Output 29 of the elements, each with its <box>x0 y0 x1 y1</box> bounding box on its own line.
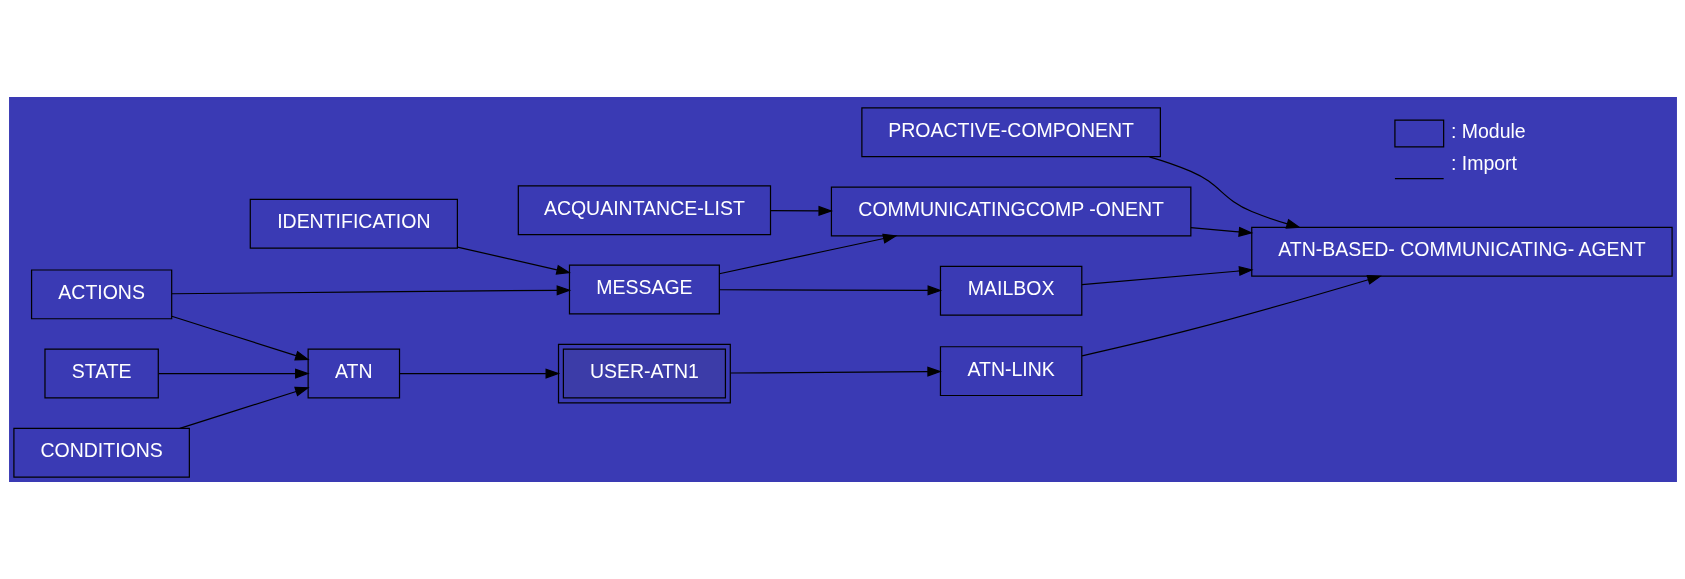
legend-label: : Module <box>1450 120 1526 143</box>
arrow <box>398 368 560 379</box>
arrow <box>769 205 833 216</box>
node-box: ACTIONS <box>30 269 172 320</box>
arrow <box>178 386 310 429</box>
node-box: ATN-BASED- COMMUNICATING- AGENT <box>1250 226 1673 277</box>
node-box: ACQUAINTANCE-LIST <box>517 185 771 236</box>
arrow <box>718 285 942 296</box>
arrow <box>1148 156 1301 229</box>
node-box: COMMUNICATINGCOMP -ONENT <box>830 186 1191 237</box>
node-box: USER-ATN1 <box>557 343 731 404</box>
legend-label: : Import <box>1450 151 1517 174</box>
arrow <box>729 366 942 377</box>
arrow <box>718 233 898 275</box>
arrow <box>1080 274 1382 357</box>
node-box: STATE <box>43 348 159 399</box>
node-box: ATN-LINK <box>939 346 1082 397</box>
arrow <box>170 285 571 296</box>
arrow <box>170 315 310 361</box>
node-box: MAILBOX <box>939 265 1082 316</box>
node-box: CONDITIONS <box>12 427 190 478</box>
arrow <box>157 368 310 379</box>
arrow <box>456 246 571 275</box>
node-box: IDENTIFICATION <box>249 198 458 249</box>
node-box: MESSAGE <box>568 264 720 315</box>
arrow <box>1189 226 1253 237</box>
node-box: ATN <box>307 348 400 399</box>
arrow <box>1080 265 1254 286</box>
node-box: PROACTIVE-COMPONENT <box>860 107 1161 158</box>
